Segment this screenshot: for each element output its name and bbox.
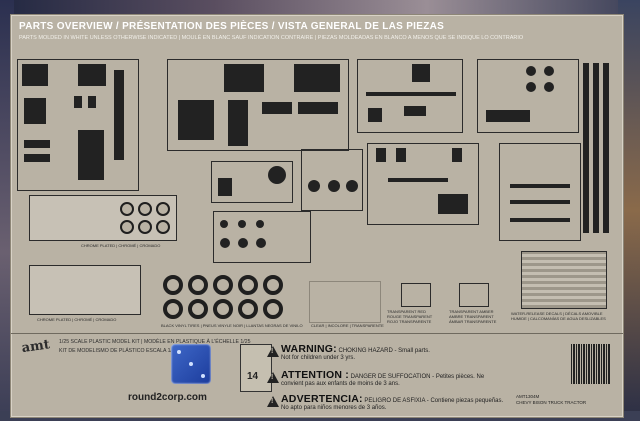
background-top — [0, 0, 640, 18]
parts-subtitle: PARTS MOLDED IN WHITE UNLESS OTHERWISE I… — [19, 35, 524, 41]
warning-es: ADVERTENCIA: PELIGRO DE ASFIXIA - Contie… — [267, 394, 503, 412]
scale-text: 1/25 SCALE PLASTIC MODEL KIT | MODÈLE EN… — [59, 338, 250, 356]
warning-fr: ATTENTION : DANGER DE SUFFOCATION - Peti… — [267, 370, 484, 388]
scale-line-1: 1/25 SCALE PLASTIC MODEL KIT | MODÈLE EN… — [59, 339, 251, 345]
tires-label: BLACK VINYL TIRES | PNEUS VINYLE NOIR | … — [161, 323, 303, 328]
warning-icon — [267, 372, 279, 383]
amt-logo: amt — [20, 337, 51, 357]
product-name: CHEVY BISON TRUCK TRACTOR — [516, 400, 587, 405]
sprue-tree-2 — [167, 59, 349, 151]
website: round2corp.com — [128, 392, 207, 403]
long-rail-sprue — [583, 63, 609, 235]
sprue-tree-7 — [367, 143, 479, 225]
warning-icon — [267, 396, 279, 407]
decals-label: WATER-RELEASE DECALS | DÉCALS AMOVIBLE H… — [511, 311, 606, 321]
clear-sprue — [309, 281, 381, 323]
warning-icon — [267, 346, 279, 357]
sprue-tree-6 — [301, 149, 363, 211]
clear-label: CLEAR | INCOLORE | TRANSPARENTE — [311, 323, 384, 328]
sprue-tree-5 — [211, 161, 293, 203]
info-panel: amt 1/25 SCALE PLASTIC MODEL KIT | MODÈL… — [11, 333, 623, 418]
kit-box-back: PARTS OVERVIEW / PRÉSENTATION DES PIÈCES… — [10, 14, 624, 418]
red-sprue — [401, 283, 431, 307]
decal-sheet — [521, 251, 607, 309]
age-number: 14 — [247, 371, 259, 382]
product-info: AMT1304M CHEVY BISON TRUCK TRACTOR — [516, 394, 586, 406]
scale-line-2: KIT DE MODELISMO DE PLÁSTICO ESCALA 1/25 — [59, 348, 178, 354]
warning-en: WARNING: CHOKING HAZARD - Small parts. N… — [267, 344, 430, 362]
black-parts-sprue — [213, 211, 311, 263]
product-code: AMT1304M — [516, 394, 540, 399]
red-label: TRANSPARENT RED ROUGE TRANSPARENT ROJO T… — [387, 309, 433, 324]
amber-label: TRANSPARENT AMBER AMBRE TRANSPARENT ÁMBA… — [449, 309, 497, 324]
barcode — [571, 344, 611, 384]
parts-header: PARTS OVERVIEW / PRÉSENTATION DES PIÈCES… — [19, 21, 615, 49]
chrome-label-1: CHROME PLATED | CHROMÉ | CROMADO — [81, 243, 161, 248]
chrome-sprue-1 — [29, 195, 177, 241]
sprue-tree-8 — [499, 143, 581, 241]
amber-sprue — [459, 283, 489, 307]
parts-title: PARTS OVERVIEW / PRÉSENTATION DES PIÈCES… — [19, 21, 445, 32]
sprue-tree-3 — [357, 59, 463, 133]
dice-icon — [171, 344, 211, 384]
chrome-sprue-2 — [29, 265, 141, 315]
chrome-label-2: CHROME PLATED | CHROMÉ | CROMADO — [37, 317, 117, 322]
sprue-tree-1 — [17, 59, 139, 191]
sprue-tree-4 — [477, 59, 579, 133]
